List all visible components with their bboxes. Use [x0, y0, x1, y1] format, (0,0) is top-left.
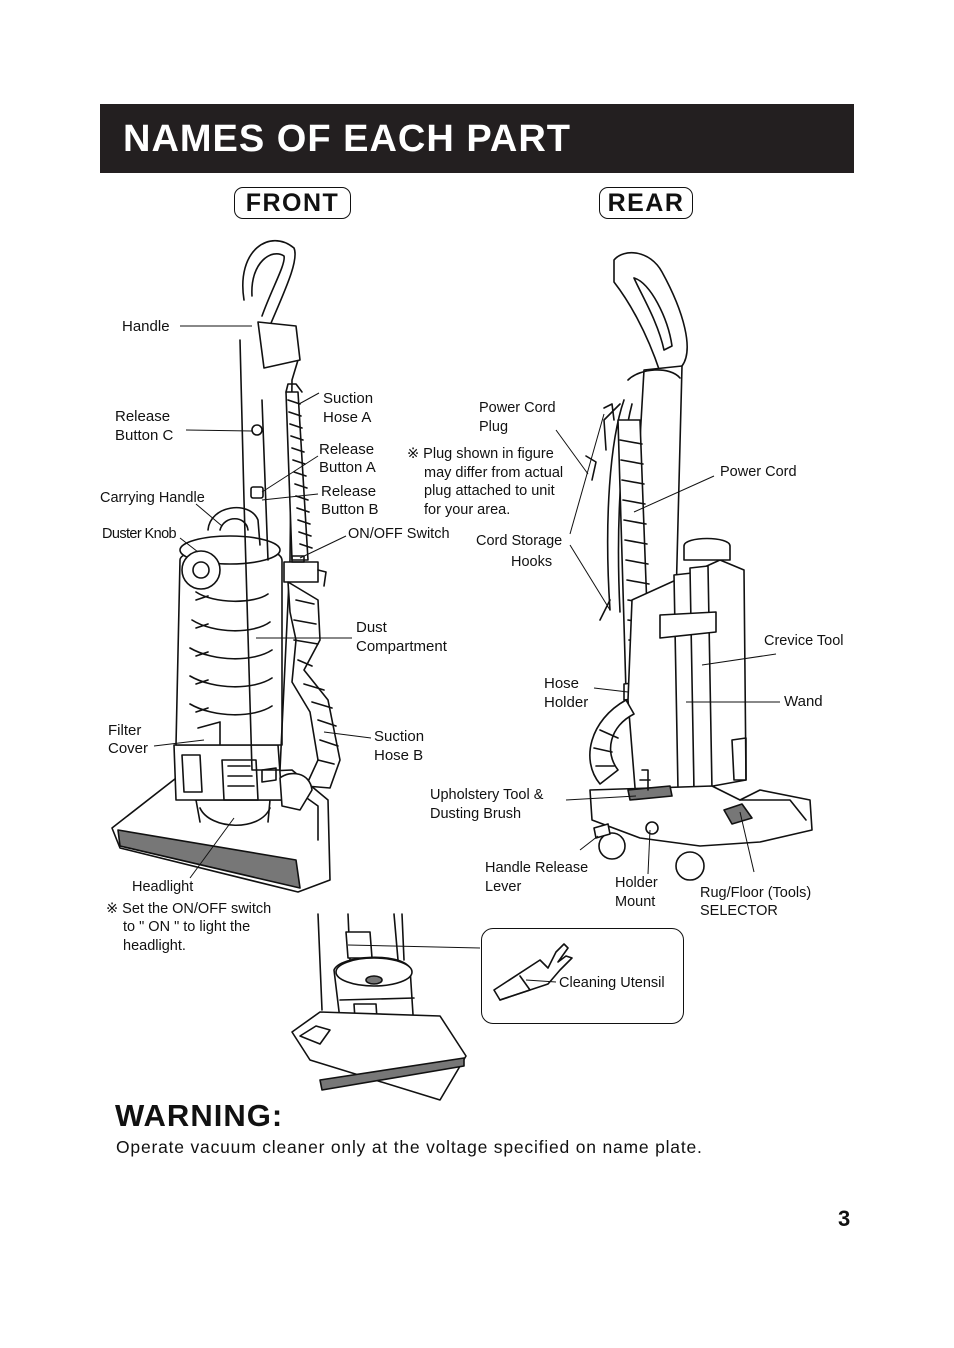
- headlight-note-3: headlight.: [123, 938, 186, 954]
- section-title: NAMES OF EACH PART: [123, 118, 571, 160]
- label-suction-hose-a-2: Hose A: [323, 409, 372, 426]
- label-suction-hose-b-1: Suction: [374, 728, 425, 745]
- label-dust-compartment-2: Compartment: [356, 638, 447, 655]
- label-release-button-c-1: Release: [115, 408, 171, 425]
- label-hose-holder-1: Hose: [544, 675, 580, 692]
- plug-note-2: may differ from actual: [424, 465, 564, 481]
- label-handle-release-lever-2: Lever: [485, 879, 522, 895]
- label-carrying-handle: Carrying Handle: [100, 490, 205, 506]
- label-cord-storage-hooks-1: Cord Storage: [476, 533, 563, 549]
- headlight-note-2: to " ON " to light the: [123, 919, 251, 935]
- label-filter-cover-1: Filter: [108, 722, 142, 739]
- front-view-tag: FRONT: [234, 187, 351, 219]
- label-selector-2: SELECTOR: [700, 903, 778, 919]
- plug-note-3: plug attached to unit: [424, 483, 555, 499]
- label-suction-hose-b-2: Hose B: [374, 747, 424, 764]
- label-headlight: Headlight: [132, 879, 194, 895]
- section-title-bar: NAMES OF EACH PART: [100, 104, 854, 173]
- label-power-cord-plug-1: Power Cord: [479, 400, 556, 416]
- label-power-cord-plug-2: Plug: [479, 419, 509, 435]
- label-wand: Wand: [784, 693, 823, 710]
- warning-text: Operate vacuum cleaner only at the volta…: [116, 1137, 703, 1157]
- plug-note-1: ※ Plug shown in figure: [407, 446, 554, 462]
- label-crevice-tool: Crevice Tool: [764, 633, 844, 649]
- label-upholstery-tool-1: Upholstery Tool &: [430, 787, 544, 803]
- cleaning-utensil-icon: [493, 943, 573, 1001]
- label-upholstery-tool-2: Dusting Brush: [430, 806, 522, 822]
- headlight-note-1: ※ Set the ON/OFF switch: [106, 901, 272, 917]
- label-cleaning-utensil: Cleaning Utensil: [559, 975, 665, 991]
- plug-note-4: for your area.: [424, 502, 511, 518]
- label-power-cord: Power Cord: [720, 464, 797, 480]
- warning-title: WARNING:: [115, 1098, 284, 1133]
- label-release-button-a-2: Button A: [319, 459, 376, 476]
- label-filter-cover-2: Cover: [108, 740, 149, 757]
- label-release-button-b-1: Release: [321, 483, 377, 500]
- label-duster-knob: Duster Knob: [102, 526, 177, 542]
- rear-vacuum-illustration: [585, 252, 813, 881]
- label-hose-holder-2: Holder: [544, 694, 589, 711]
- label-selector-1: Rug/Floor (Tools): [700, 885, 812, 901]
- cleaning-utensil-callout: [481, 928, 684, 1024]
- label-holder-mount-2: Mount: [615, 894, 656, 910]
- label-handle: Handle: [122, 318, 170, 335]
- label-holder-mount-1: Holder: [615, 875, 658, 891]
- label-handle-release-lever-1: Handle Release: [485, 860, 589, 876]
- page-number: 3: [838, 1206, 851, 1231]
- label-cord-storage-hooks-2: Hooks: [511, 554, 553, 570]
- label-release-button-c-2: Button C: [115, 427, 174, 444]
- front-vacuum-illustration: [111, 239, 341, 893]
- label-dust-compartment-1: Dust: [356, 619, 387, 636]
- label-release-button-a-1: Release: [319, 441, 375, 458]
- small-vacuum-illustration: [291, 913, 467, 1101]
- label-on-off-switch: ON/OFF Switch: [348, 526, 450, 542]
- leader-lines: [153, 325, 780, 983]
- rear-view-tag: REAR: [599, 187, 693, 219]
- label-suction-hose-a-1: Suction: [323, 390, 374, 407]
- label-release-button-b-2: Button B: [321, 501, 379, 518]
